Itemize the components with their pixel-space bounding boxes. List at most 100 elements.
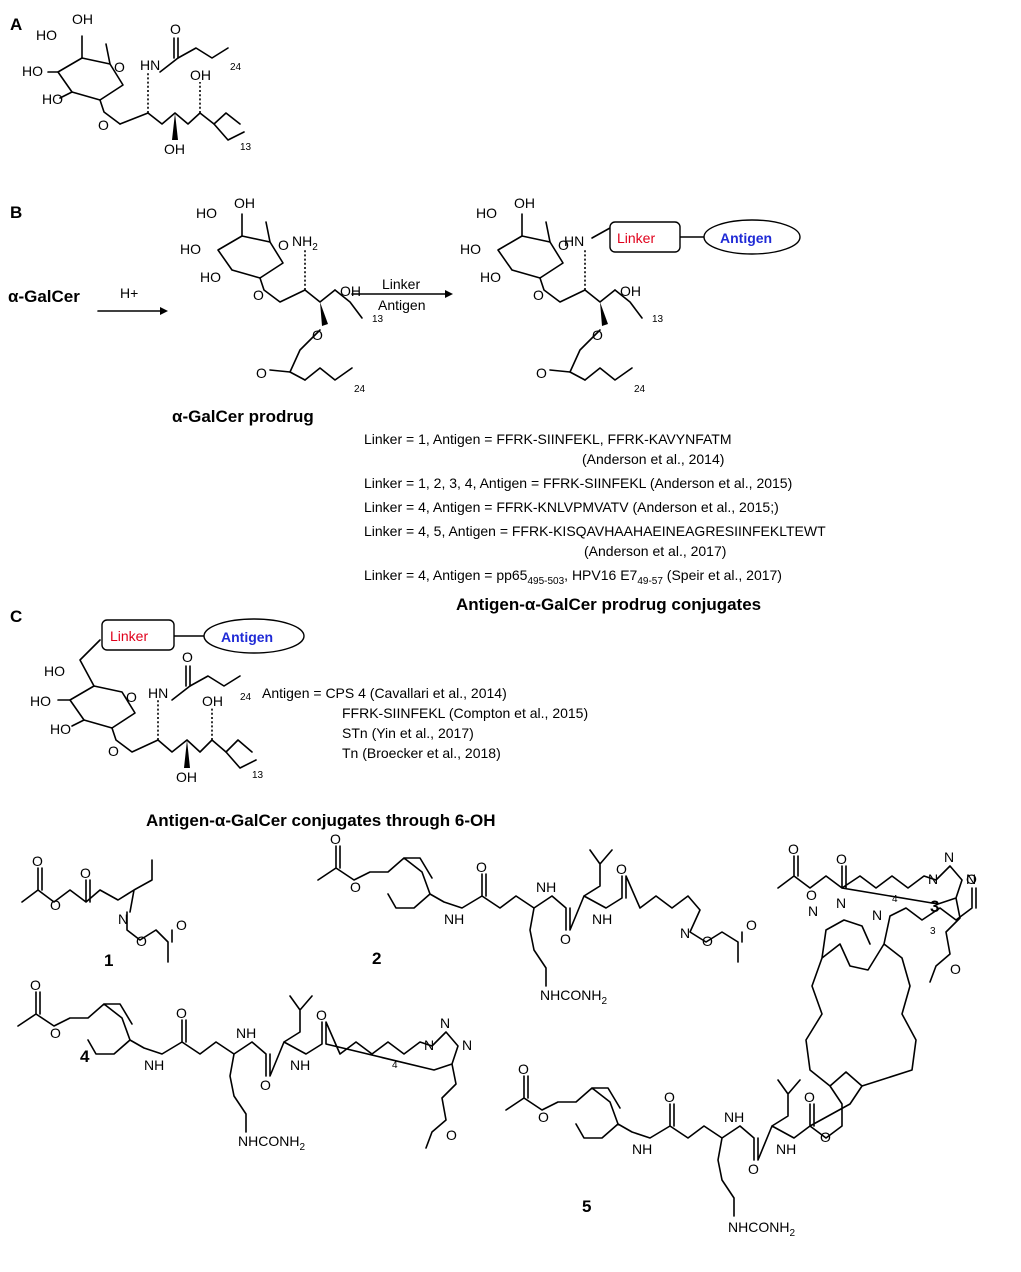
atom-oh-b2: OH [340, 283, 361, 299]
atom-o-b3: O [312, 327, 323, 343]
atom-o-c2: O [533, 287, 544, 303]
atom-ho-2: HO [22, 63, 43, 79]
panel-label-a: A [10, 15, 22, 34]
atom-o-c3: O [592, 327, 603, 343]
atom-o-l3d: O [950, 961, 961, 977]
conjugate-label: Antigen-α-GalCer prodrug conjugates [456, 595, 761, 614]
linker-number-1: 1 [104, 951, 113, 970]
panel-label-b: B [10, 203, 22, 222]
atom-o-l2b: O [350, 879, 361, 895]
atom-hn-c: HN [564, 233, 584, 249]
atom-nh2: NH2 [292, 233, 318, 253]
atom-hn-d: HN [148, 685, 168, 701]
panel-b-line-4: Linker = 4, Antigen = FFRK-KNLVPMVATV (A… [364, 499, 779, 515]
atom-o-l4b: O [50, 1025, 61, 1041]
atom-o-l5e: O [804, 1089, 815, 1105]
panel-c-line-4: Tn (Broecker et al., 2018) [342, 745, 501, 761]
atom-nh-l4a: NH [144, 1057, 164, 1073]
atom-o-l2f: O [702, 933, 713, 949]
linker-structure-4: O O NH O NH O NH O 4 N N N O NHCONH2 4 [17, 977, 472, 1153]
antigen-ellipse-c [203, 618, 305, 654]
atom-o-l5a: O [518, 1061, 529, 1077]
linker-box-b [609, 221, 681, 253]
sub-24-a: 24 [230, 62, 242, 73]
linker-structure-1: O O O N O O 1 [21, 853, 187, 970]
atom-n-l5c: N [872, 907, 882, 923]
panel-b-line-6: (Anderson et al., 2017) [584, 543, 726, 559]
atom-o-c1: O [558, 237, 569, 253]
atom-o-l1e: O [176, 917, 187, 933]
antigen-label-c: Antigen [221, 629, 273, 645]
sub-24-b2: 24 [634, 384, 646, 395]
atom-o-l2a: O [330, 831, 341, 847]
atom-o-l4f: O [446, 1127, 457, 1143]
atom-o-l5c: O [664, 1089, 675, 1105]
sub-13-b2: 13 [652, 314, 664, 325]
linker-label-c: Linker [110, 628, 148, 644]
atom-o-b4: O [256, 365, 267, 381]
atom-o-l5b: O [538, 1109, 549, 1125]
panel-label-c: C [10, 607, 22, 626]
reagent-antigen: Antigen [378, 297, 425, 313]
atom-ho-d1: HO [44, 663, 65, 679]
atom-n-l2: N [680, 925, 690, 941]
atom-o-l1b: O [50, 897, 61, 913]
atom-n-l3b: N [944, 849, 954, 865]
panel-b-line-1: Linker = 1, Antigen = FFRK-SIINFEKL, FFR… [364, 431, 731, 447]
atom-n-l4b: N [440, 1015, 450, 1031]
atom-nh-l4c: NH [290, 1057, 310, 1073]
atom-o-b2: O [253, 287, 264, 303]
sub-4-l3: 4 [892, 894, 898, 905]
atom-ho-c1: HO [476, 205, 497, 221]
atom-oh-c1: OH [514, 195, 535, 211]
atom-ho-b2: HO [180, 241, 201, 257]
start-galcer: α-GalCer [8, 287, 80, 306]
atom-nh-l5c: NH [776, 1141, 796, 1157]
atom-nhconh2-l2: NHCONH2 [540, 987, 607, 1007]
atom-nh-l4b: NH [236, 1025, 256, 1041]
atom-o-l4c: O [176, 1005, 187, 1021]
linker-number-2: 2 [372, 949, 381, 968]
atom-o-l5f: O [820, 1129, 831, 1145]
atom-o-l2c: O [476, 859, 487, 875]
atom-o-l3b: O [806, 887, 817, 903]
antigen-ellipse-b [703, 219, 801, 255]
atom-o-l2e: O [616, 861, 627, 877]
structure-prodrug-conjugate: HO OH HO HO O O HN OH O O 13 24 Linker A… [460, 195, 801, 395]
sub-24-c: 24 [240, 692, 252, 703]
atom-o-l5g: O [966, 871, 977, 887]
atom-ho-3: HO [42, 91, 63, 107]
atom-nh-l2b: NH [536, 879, 556, 895]
linker-number-4: 4 [80, 1047, 90, 1066]
panel-c-line-3: STn (Yin et al., 2017) [342, 725, 474, 741]
panel-b-line-5: Linker = 4, 5, Antigen = FFRK-KISQAVHAAH… [364, 523, 826, 539]
panel-b-references: Linker = 1, Antigen = FFRK-SIINFEKL, FFR… [364, 431, 826, 614]
atom-o-l4e: O [316, 1007, 327, 1023]
structure-alpha-galcer: HO OH HO HO O O HN O 24 OH OH 13 [22, 11, 252, 157]
atom-ho-c2: HO [460, 241, 481, 257]
structure-6oh-conjugate: HO HO HO O O HN O 24 OH OH 13 Linker Ant… [30, 618, 305, 785]
atom-o-l3a: O [788, 841, 799, 857]
sub-3-l5: 3 [930, 926, 936, 937]
atom-n-l3a: N [928, 871, 938, 887]
atom-o-l2d: O [560, 931, 571, 947]
atom-o-c4: O [536, 365, 547, 381]
atom-o-l3c: O [836, 851, 847, 867]
atom-nh-l5a: NH [632, 1141, 652, 1157]
sub-13-a: 13 [240, 142, 252, 153]
panel-b-line-2: (Anderson et al., 2014) [582, 451, 724, 467]
atom-o-l1d: O [136, 933, 147, 949]
atom-ho-d3: HO [50, 721, 71, 737]
sub-13-c: 13 [252, 770, 264, 781]
linker-label-b: Linker [617, 230, 655, 246]
atom-oh-3: OH [164, 141, 185, 157]
reagent-h-plus: H+ [120, 285, 138, 301]
panel-c-line-1: Antigen = CPS 4 (Cavallari et al., 2014) [262, 685, 507, 701]
atom-o-d2: O [108, 743, 119, 759]
atom-n-l3c: N [966, 871, 976, 887]
atom-o-b1: O [278, 237, 289, 253]
atom-o-l1a: O [32, 853, 43, 869]
atom-hn: HN [140, 57, 160, 73]
atom-o-glyc: O [98, 117, 109, 133]
